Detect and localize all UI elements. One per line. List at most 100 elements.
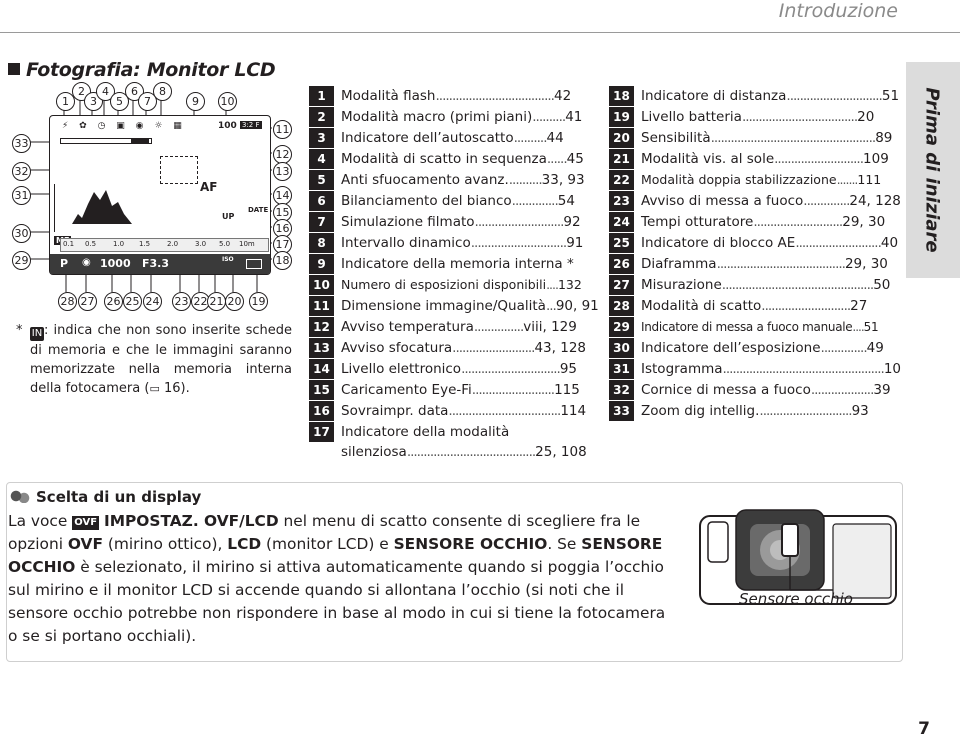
item-label: Dimensione immagine/Qualità...90, 91 (341, 296, 599, 316)
item-number: 10 (309, 275, 334, 295)
label: Modalità di scatto (641, 298, 762, 314)
page-ref: 29, 30 (842, 214, 886, 230)
chapter-tab-label: Prima di iniziare (921, 87, 943, 253)
lcd-focus-frame (160, 156, 198, 184)
callout: 7 (138, 92, 157, 111)
callout: 31 (12, 186, 31, 205)
label: Modalità macro (primi piani) (341, 109, 533, 125)
book-icon: ▭ (149, 382, 160, 395)
item-number: 17 (309, 422, 334, 442)
lcd-exposure-indicator (54, 184, 61, 232)
item-label: Indicatore dell’esposizione.............… (641, 338, 884, 358)
item-number: 9 (309, 254, 334, 274)
item-label: Indicatore di messa a fuoco manuale....5… (641, 317, 879, 337)
page-ref: 132 (557, 277, 582, 292)
tip-bold: LCD (227, 535, 262, 553)
leader-dots: .............. (820, 340, 868, 356)
leader-dots: ........................................… (710, 130, 877, 146)
leader-dots: .................................... (435, 88, 554, 104)
item-label: Numero di esposizioni disponibili....132 (341, 275, 582, 295)
leader-dots: .......... (508, 172, 543, 188)
note-text: : indica che non sono inserite schede di… (30, 323, 292, 396)
callout: 19 (249, 292, 268, 311)
tip-bold: IMPOSTAZ. OVF/LCD (103, 512, 279, 530)
item-number: 30 (609, 338, 634, 358)
header-rule (0, 32, 960, 33)
item-number: 14 (309, 359, 334, 379)
tip-title: Scelta di un display (10, 488, 201, 506)
leader-dots: ......................... (452, 340, 535, 356)
tip-bold: SENSORE OCCHIO (8, 535, 663, 576)
page-ref: 29, 30 (844, 256, 888, 272)
scale-tick: 2.0 (167, 240, 179, 248)
item-label: Indicatore della memoria interna * (341, 254, 574, 274)
item-label: Indicatore di blocco AE.................… (641, 233, 898, 253)
lcd-mode: P (60, 257, 69, 270)
callout: 13 (273, 162, 292, 181)
tip-bold: OVF (67, 535, 103, 553)
item-label: Livello elettronico.....................… (341, 359, 577, 379)
item-label: Modalità di scatto......................… (641, 296, 867, 316)
item-label: Avviso temperatura...............viii, 1… (341, 317, 577, 337)
leader-dots: ............................. (786, 88, 882, 104)
leader-dots: ................... (810, 382, 875, 398)
item-number: 21 (609, 149, 634, 169)
tip-text: (mirino ottico), (103, 535, 228, 553)
label: Modalità doppia stabilizzazione (641, 172, 837, 187)
leader-dots: ........................... (761, 298, 851, 314)
lcd-image-size-badge: 3:2 F (240, 121, 262, 129)
scale-tick: 10m (239, 240, 255, 248)
page-ref: 27 (850, 298, 868, 314)
leader-dots: ....................................... (406, 444, 536, 460)
item-number: 31 (609, 359, 634, 379)
lcd-frames-remaining: 100 (218, 121, 237, 131)
memory-note: *IN: indica che non sono inserite schede… (16, 321, 292, 398)
square-bullet-icon (8, 63, 20, 75)
scale-tick: 3.0 (195, 240, 207, 248)
item-number: 33 (609, 401, 634, 421)
leader-dots: .................................. (448, 403, 561, 419)
label: Bilanciamento del bianco (341, 193, 512, 209)
item-label: Modalità vis. al sole...................… (641, 149, 889, 169)
scale-tick: 1.0 (113, 240, 125, 248)
callout: 27 (78, 292, 97, 311)
callout: 24 (143, 292, 162, 311)
page-ref: 43, 128 (534, 340, 586, 356)
label: Indicatore di distanza (641, 88, 787, 104)
item-label: Caricamento Eye-Fi......................… (341, 380, 580, 400)
running-header: Introduzione (778, 0, 898, 22)
leader-dots: ........................... (753, 214, 843, 230)
callout: 23 (172, 292, 191, 311)
item-label-continued: silenziosa..............................… (341, 442, 587, 462)
leader-dots: .............. (511, 193, 559, 209)
note-star: * (16, 323, 23, 338)
label: Misurazione (641, 277, 722, 293)
item-label: Sovraimpr. data.........................… (341, 401, 586, 421)
lcd-date-label: DATE (248, 206, 269, 214)
tip-text: La voce (8, 512, 73, 530)
item-label: Modalità flash..........................… (341, 86, 571, 106)
callout: 22 (191, 292, 210, 311)
page-ref: 25, 108 (535, 444, 587, 460)
item-label: Avviso sfocatura........................… (341, 338, 586, 358)
item-label: Livello batteria........................… (641, 107, 874, 127)
callout: 30 (12, 224, 31, 243)
leader-dots: ......................... (471, 382, 555, 398)
tip-title-text: Scelta di un display (36, 488, 202, 506)
page-ref: 39 (873, 382, 891, 398)
leader-dots: ............... (473, 319, 524, 335)
item-label: Intervallo dinamico.....................… (341, 233, 583, 253)
callout: 8 (153, 82, 172, 101)
item-label: Modalità doppia stabilizzazione.......11… (641, 170, 881, 190)
item-label: Tempi otturatore........................… (641, 212, 885, 232)
item-number: 25 (609, 233, 634, 253)
scale-tick: 0.1 (63, 240, 75, 248)
label: Modalità di scatto in sequenza (341, 151, 547, 167)
item-number: 2 (309, 107, 334, 127)
page-ref: 111 (857, 172, 882, 187)
item-label: Indicatore della modalità (341, 422, 509, 442)
page-ref: 33, 93 (541, 172, 585, 188)
lcd-bottom-bar: P ◉ 1000 F3.3 ISO (50, 254, 270, 274)
item-number: 26 (609, 254, 634, 274)
item-number: 28 (609, 296, 634, 316)
